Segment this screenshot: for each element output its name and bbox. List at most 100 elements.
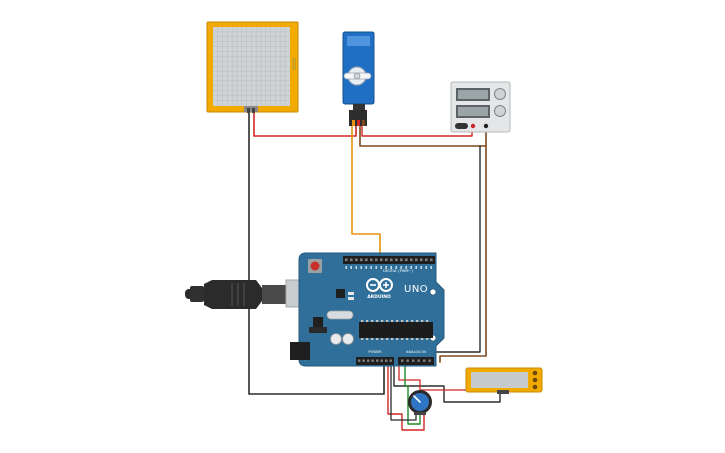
power-pin	[385, 359, 388, 362]
board-model-text: UNO	[404, 284, 428, 295]
digital-pin	[425, 258, 428, 262]
pin-label-tick	[395, 266, 397, 269]
digital-pin	[345, 258, 348, 262]
power-pin	[389, 359, 392, 362]
digital-pin	[375, 258, 378, 262]
pin-label-tick	[415, 266, 417, 269]
wire-black-left[interactable]	[248, 111, 385, 395]
digital-pin	[365, 258, 368, 262]
chip-pin	[396, 320, 399, 322]
digital-pin	[350, 258, 353, 262]
arduino-logo	[366, 278, 393, 292]
chip-pin	[406, 338, 409, 340]
chip-pin	[421, 320, 424, 322]
pin-label-tick	[400, 266, 402, 269]
arduino-logo-text: ARDUINO	[367, 294, 391, 300]
wire-green-pot[interactable]	[404, 361, 421, 425]
analog-pin	[417, 359, 420, 362]
chip-pin	[361, 338, 364, 340]
power-pin	[376, 359, 379, 362]
chip-pin	[421, 338, 424, 340]
digital-pin	[430, 258, 433, 262]
analog-pin	[406, 359, 409, 362]
chip-pin	[366, 320, 369, 322]
arduino-uno-board[interactable]: ARDUINO UNO DIGITAL (PWM~) POWER ANALOG …	[290, 252, 445, 367]
chip-pin	[391, 320, 394, 322]
digital-pin	[405, 258, 408, 262]
digital-pin	[380, 258, 383, 262]
chip-pin	[396, 338, 399, 340]
digital-pin	[415, 258, 418, 262]
chip-pin	[381, 320, 384, 322]
chip-pin	[411, 338, 414, 340]
analog-pin	[428, 359, 431, 362]
chip-pin	[371, 320, 374, 322]
pin-label-tick	[345, 266, 347, 269]
wire-black-lcd[interactable]	[393, 361, 501, 403]
pin-label-tick	[370, 266, 372, 269]
digital-pin	[400, 258, 403, 262]
power-supply[interactable]	[450, 81, 511, 133]
digital-pin	[410, 258, 413, 262]
chip-pin	[416, 320, 419, 322]
chip-pin	[426, 338, 429, 340]
power-pin	[367, 359, 370, 362]
chip-pin	[366, 338, 369, 340]
chip-pin	[361, 320, 364, 322]
digital-pin	[385, 258, 388, 262]
analog-pin	[412, 359, 415, 362]
digital-pin	[360, 258, 363, 262]
power-header-label: POWER	[368, 350, 382, 354]
chip-pin	[401, 338, 404, 340]
chip-pin	[426, 320, 429, 322]
pin-label-tick	[425, 266, 427, 269]
pin-label-tick	[420, 266, 422, 269]
chip-pin	[381, 338, 384, 340]
pin-label-tick	[350, 266, 352, 269]
chip-pin	[416, 338, 419, 340]
digital-pin	[370, 258, 373, 262]
wire-brown-supply[interactable]	[359, 125, 487, 147]
pin-label-tick	[430, 266, 432, 269]
power-pin	[362, 359, 365, 362]
pin-label-tick	[390, 266, 392, 269]
touch-panel[interactable]	[206, 21, 299, 113]
digital-pin	[395, 258, 398, 262]
analog-pin	[401, 359, 404, 362]
servo-motor[interactable]	[342, 31, 375, 126]
lcd-module-icon[interactable]	[465, 367, 543, 394]
chip-pin	[376, 338, 379, 340]
wire-black-pot[interactable]	[390, 361, 417, 421]
chip-pin	[411, 320, 414, 322]
power-pin	[371, 359, 374, 362]
chip-pin	[376, 320, 379, 322]
digital-pin	[355, 258, 358, 262]
potentiometer-icon[interactable]	[408, 390, 432, 415]
wire-red-top[interactable]	[253, 111, 357, 137]
digital-pin	[420, 258, 423, 262]
digital-header-label: DIGITAL (PWM~)	[383, 269, 413, 273]
analog-pin	[423, 359, 426, 362]
chip-pin	[386, 320, 389, 322]
pin-label-tick	[380, 266, 382, 269]
analog-header-label: ANALOG IN	[406, 350, 426, 354]
wire-red-pot[interactable]	[387, 361, 425, 431]
chip-pin	[371, 338, 374, 340]
wire-orange-signal[interactable]	[351, 125, 381, 259]
digital-pin	[390, 258, 393, 262]
pin-label-tick	[365, 266, 367, 269]
chip-pin	[391, 338, 394, 340]
pin-label-tick	[375, 266, 377, 269]
pin-label-tick	[405, 266, 407, 269]
pin-label-tick	[410, 266, 412, 269]
wire-red-supply[interactable]	[361, 125, 473, 137]
pin-label-tick	[385, 266, 387, 269]
chip-pin	[386, 338, 389, 340]
wires	[248, 111, 507, 431]
power-pin	[358, 359, 361, 362]
chip-pin	[401, 320, 404, 322]
wire-brown-down[interactable]	[439, 145, 487, 363]
pin-label-tick	[355, 266, 357, 269]
pin-label-tick	[360, 266, 362, 269]
